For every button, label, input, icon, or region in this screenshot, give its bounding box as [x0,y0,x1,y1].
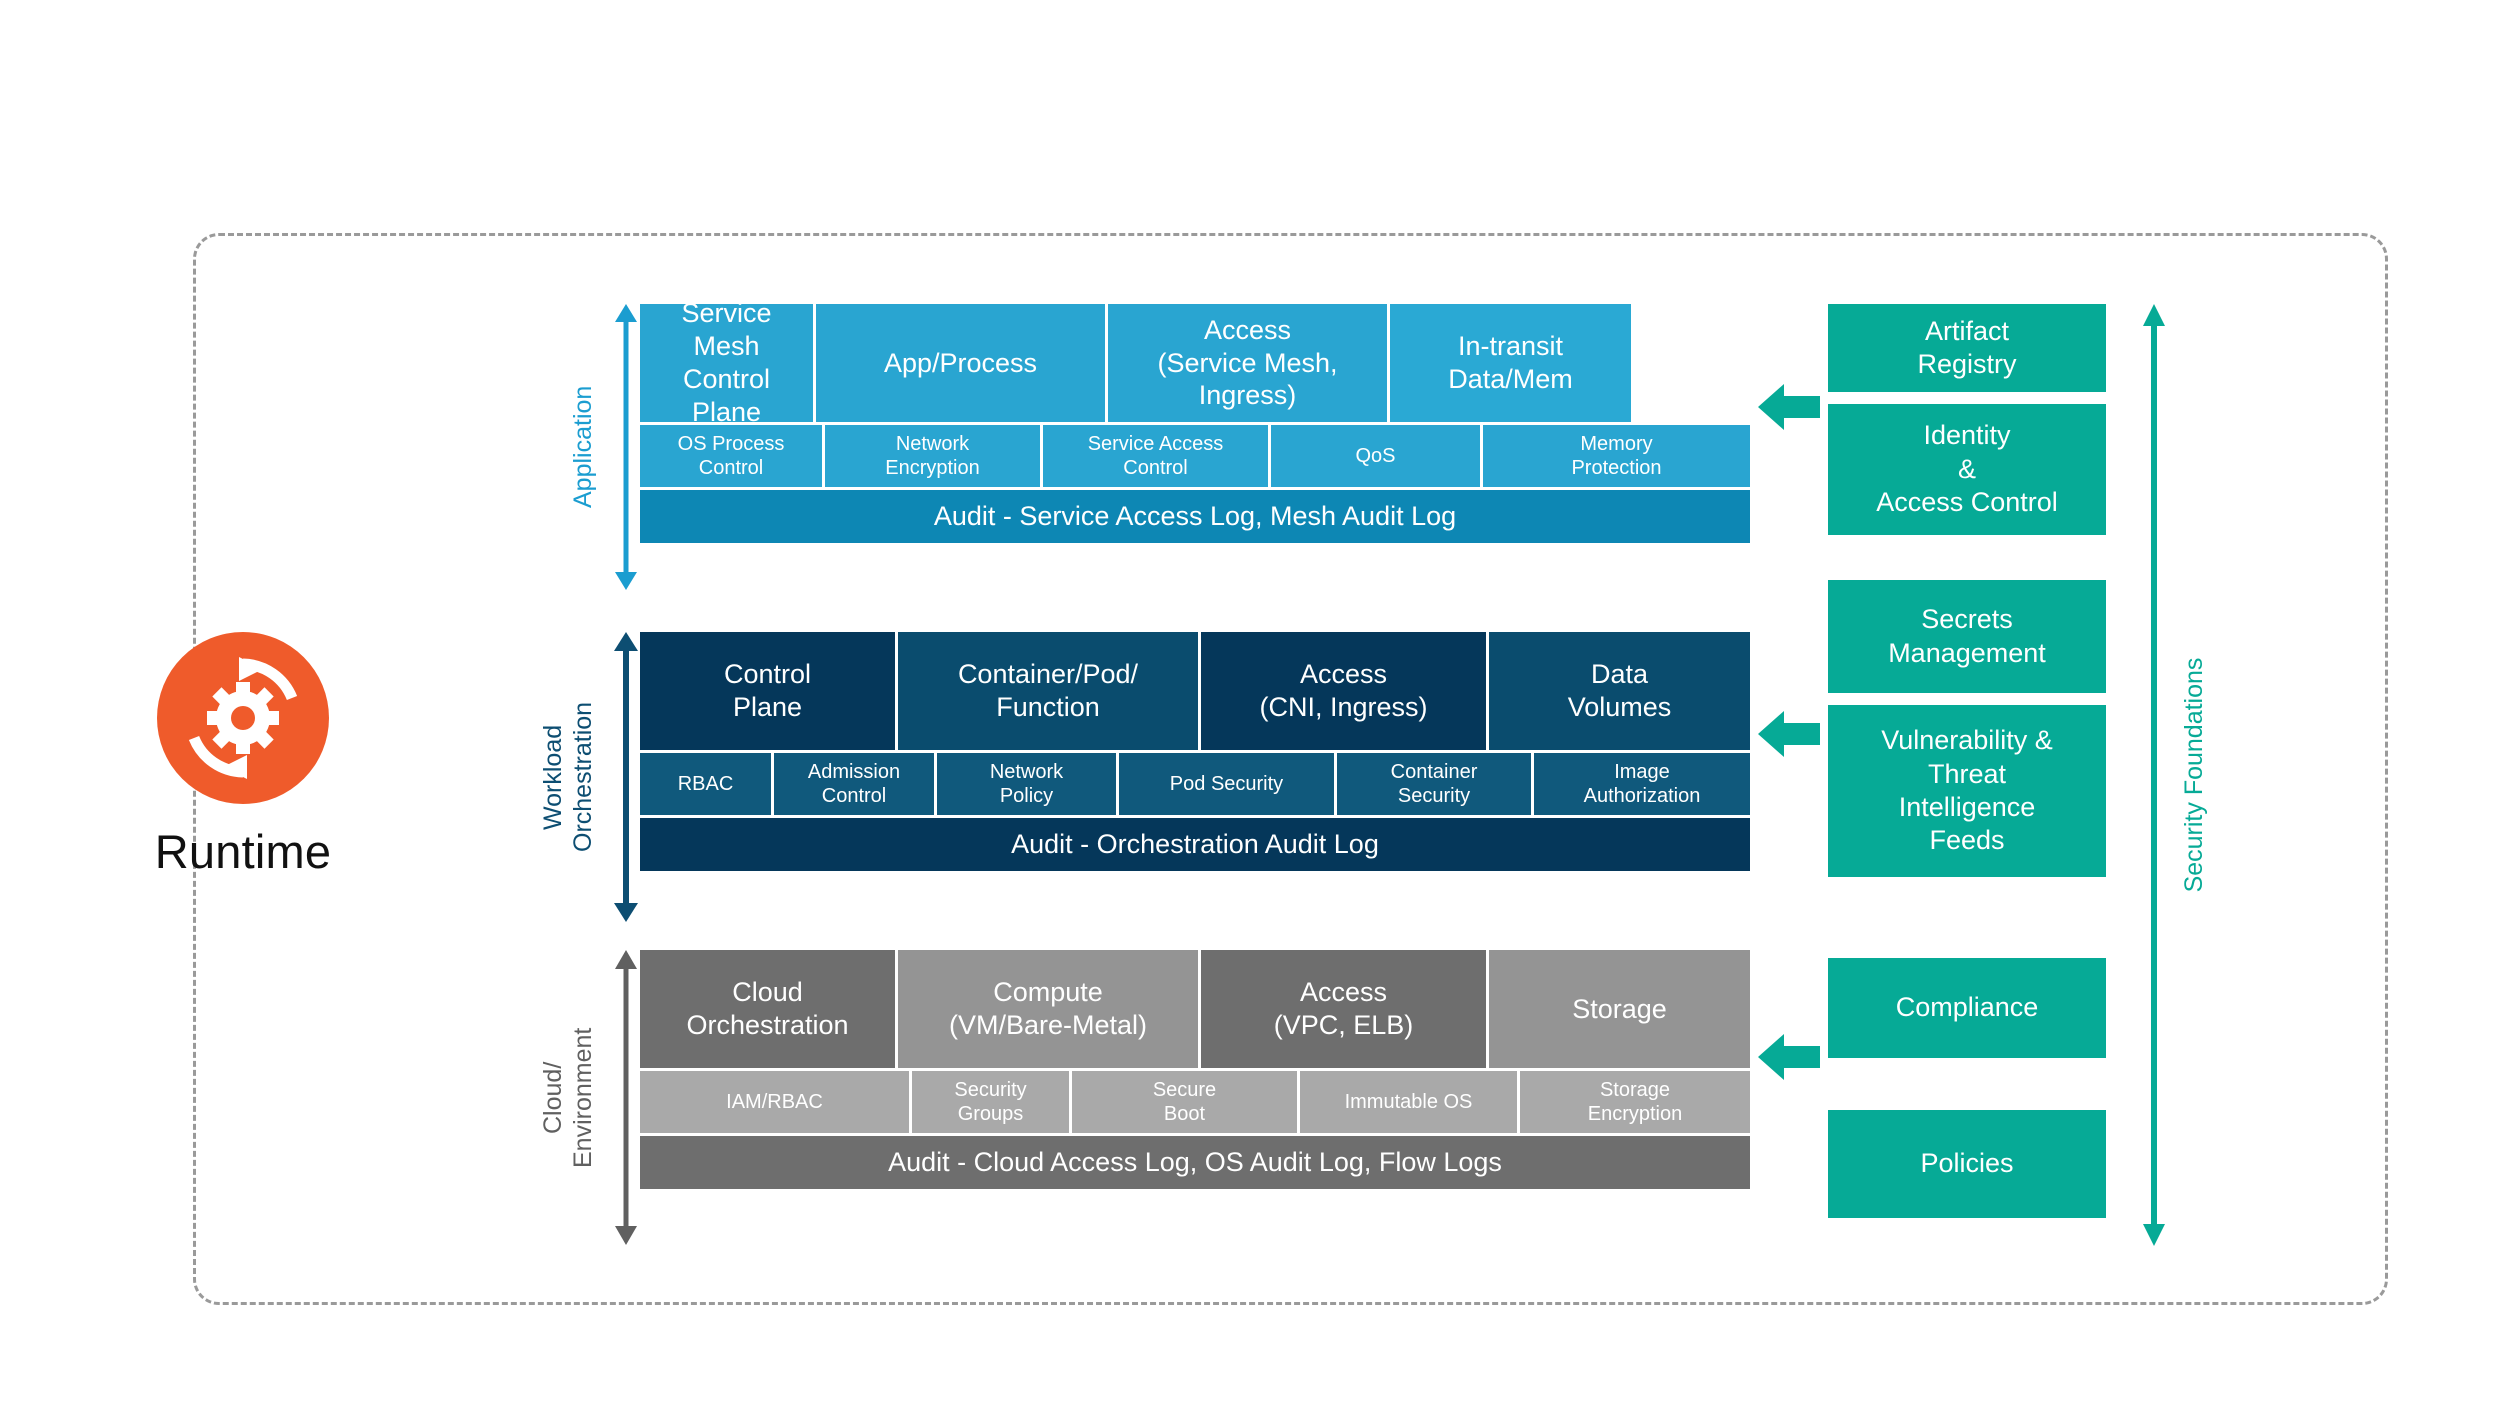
foundation-identity-access-control[interactable]: Identity & Access Control [1828,404,2106,535]
cell-storage-encryption[interactable]: Storage Encryption [1520,1071,1750,1133]
application-sub-row: OS Process Control Network Encryption Se… [640,425,1750,487]
double-arrow-application [615,304,637,590]
application-main-row: Service Mesh Control Plane App/Process A… [640,298,1750,427]
cell-compute-vm-bare-metal[interactable]: Compute (VM/Bare-Metal) [898,950,1201,1068]
axis-label-cloud: Cloud/ Environment [539,1027,597,1168]
cloud-audit-bar[interactable]: Audit - Cloud Access Log, OS Audit Log, … [640,1136,1750,1189]
cell-secure-boot[interactable]: Secure Boot [1072,1071,1300,1133]
cell-container-pod-function[interactable]: Container/Pod/ Function [898,632,1201,750]
cell-security-groups[interactable]: Security Groups [912,1071,1072,1133]
cloud-main-row: Cloud Orchestration Compute (VM/Bare-Met… [640,950,1750,1068]
cell-access-service-mesh-ingress[interactable]: Access (Service Mesh, Ingress) [1108,304,1390,422]
orchestration-audit-bar[interactable]: Audit - Orchestration Audit Log [640,818,1750,871]
axis-cloud: Cloud/ Environment [470,950,640,1245]
orchestration-sub-row: RBAC Admission Control Network Policy Po… [640,753,1750,815]
cell-pod-security[interactable]: Pod Security [1119,753,1337,815]
double-arrow-orchestration [614,632,638,922]
axis-orchestration: Workload Orchestration [470,632,640,922]
foundation-vulnerability-threat-intelligence-feeds[interactable]: Vulnerability & Threat Intelligence Feed… [1828,705,2106,877]
cell-data-volumes[interactable]: Data Volumes [1489,632,1750,750]
arrow-to-orchestration-icon [1758,711,1820,757]
axis-label-orchestration: Workload Orchestration [539,701,597,853]
cell-os-process-control[interactable]: OS Process Control [640,425,825,487]
cell-storage[interactable]: Storage [1489,950,1750,1068]
axis-security-foundations: Security Foundations [2140,304,2270,1246]
cell-network-encryption[interactable]: Network Encryption [825,425,1043,487]
axis-label-application: Application [569,385,597,509]
orchestration-main-row: Control Plane Container/Pod/ Function Ac… [640,632,1750,750]
arrow-to-cloud-icon [1758,1034,1820,1080]
cell-rbac[interactable]: RBAC [640,753,774,815]
cell-service-mesh-control-plane[interactable]: Service Mesh Control Plane [640,298,816,427]
cell-control-plane[interactable]: Control Plane [640,632,898,750]
layer-cloud-environment: Cloud Orchestration Compute (VM/Bare-Met… [640,950,1750,1189]
cell-admission-control[interactable]: Admission Control [774,753,937,815]
foundation-secrets-management[interactable]: Secrets Management [1828,580,2106,693]
cell-image-authorization[interactable]: Image Authorization [1534,753,1750,815]
foundation-policies[interactable]: Policies [1828,1110,2106,1218]
cell-cloud-orchestration[interactable]: Cloud Orchestration [640,950,898,1068]
gear-refresh-icon [157,632,329,804]
foundation-compliance[interactable]: Compliance [1828,958,2106,1058]
cell-access-vpc-elb[interactable]: Access (VPC, ELB) [1201,950,1489,1068]
arrow-to-application-icon [1758,384,1820,430]
runtime-label: Runtime [154,825,332,878]
application-audit-bar[interactable]: Audit - Service Access Log, Mesh Audit L… [640,490,1750,543]
double-arrow-cloud [615,950,637,1245]
layer-application: Service Mesh Control Plane App/Process A… [640,298,1750,543]
cell-service-access-control[interactable]: Service Access Control [1043,425,1271,487]
double-arrow-security-foundations [2143,304,2165,1246]
cell-qos[interactable]: QoS [1271,425,1483,487]
axis-application: Application [470,304,640,590]
cell-immutable-os[interactable]: Immutable OS [1300,1071,1520,1133]
axis-label-security-foundations: Security Foundations [2180,657,2208,893]
cell-container-security[interactable]: Container Security [1337,753,1534,815]
layer-workload-orchestration: Control Plane Container/Pod/ Function Ac… [640,632,1750,871]
foundation-artifact-registry[interactable]: Artifact Registry [1828,304,2106,392]
cell-app-process[interactable]: App/Process [816,304,1108,422]
cell-iam-rbac[interactable]: IAM/RBAC [640,1071,912,1133]
cell-in-transit-data-mem[interactable]: In-transit Data/Mem [1390,304,1631,422]
runtime-entity: Runtime [98,632,388,879]
cell-network-policy[interactable]: Network Policy [937,753,1119,815]
cloud-sub-row: IAM/RBAC Security Groups Secure Boot Imm… [640,1071,1750,1133]
cell-memory-protection[interactable]: Memory Protection [1483,425,1750,487]
cell-access-cni-ingress[interactable]: Access (CNI, Ingress) [1201,632,1489,750]
